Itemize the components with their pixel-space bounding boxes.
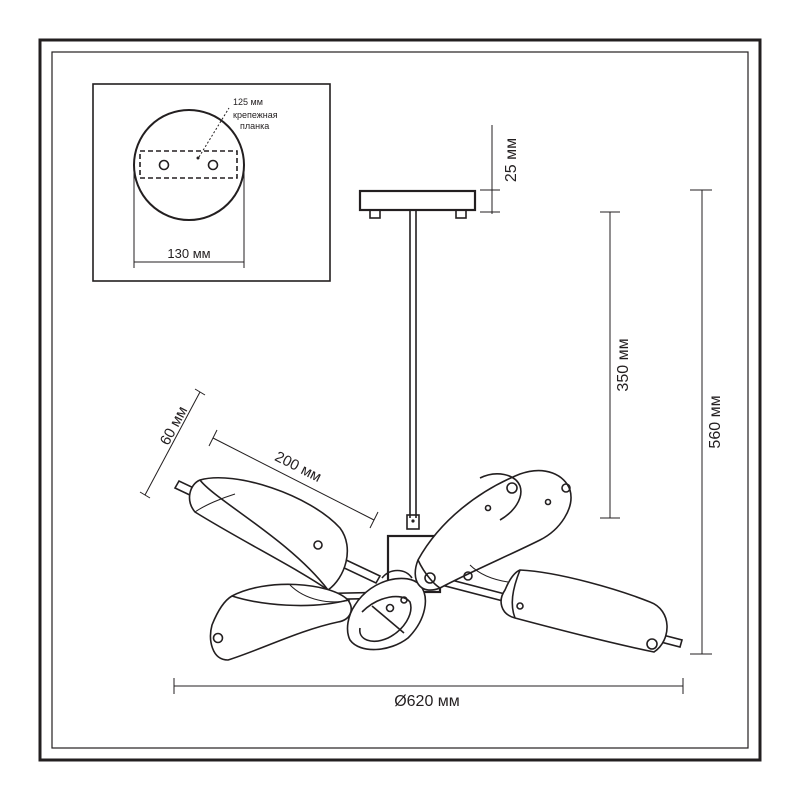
canopy-height-dimension: 25 мм — [480, 125, 520, 214]
canopy-diameter-label: 130 мм — [167, 246, 210, 261]
shade-lower-left-tip — [212, 632, 224, 644]
plate-name-line2: планка — [240, 121, 269, 131]
plate-leader — [198, 107, 230, 158]
shade-width-label: 60 мм — [157, 404, 191, 449]
canopy-screw-left — [369, 209, 381, 219]
canopy-height-label: 25 мм — [503, 138, 520, 182]
shade-lower-left — [209, 583, 352, 661]
shade-length-label: 200 мм — [272, 448, 324, 486]
plate-hole-left — [158, 159, 170, 171]
shade-right — [463, 564, 668, 653]
shade-front — [346, 569, 427, 651]
lamp-body — [173, 189, 683, 661]
inner-frame — [51, 51, 749, 749]
diameter-label: Ø620 мм — [394, 693, 460, 710]
plate-name-line1: крепежная — [233, 110, 278, 120]
plate-width-label: 125 мм — [233, 97, 263, 107]
diameter-dimension: Ø620 мм — [173, 678, 684, 710]
inset-frame — [92, 83, 331, 282]
mounting-inset: 125 мм крепежная планка 130 мм — [92, 83, 331, 282]
mounting-plate — [139, 150, 238, 179]
shade-upper-right-tip — [506, 482, 518, 494]
canopy-top-view — [133, 109, 245, 221]
rod-length-dimension: 350 мм — [600, 211, 632, 519]
plate-hole-right — [207, 159, 219, 171]
rod-coupling — [406, 514, 420, 530]
shade-width-dimension: 60 мм — [139, 388, 206, 499]
rod-length-label: 350 мм — [615, 338, 632, 391]
total-height-dimension: 560 мм — [690, 189, 724, 655]
total-height-label: 560 мм — [707, 395, 724, 448]
plate-center-point — [196, 156, 200, 160]
shade-right-tip — [646, 638, 658, 650]
shade-upper-right — [414, 469, 572, 591]
canopy-screw-right — [455, 209, 467, 219]
outer-frame — [38, 38, 762, 762]
canopy — [358, 189, 477, 212]
